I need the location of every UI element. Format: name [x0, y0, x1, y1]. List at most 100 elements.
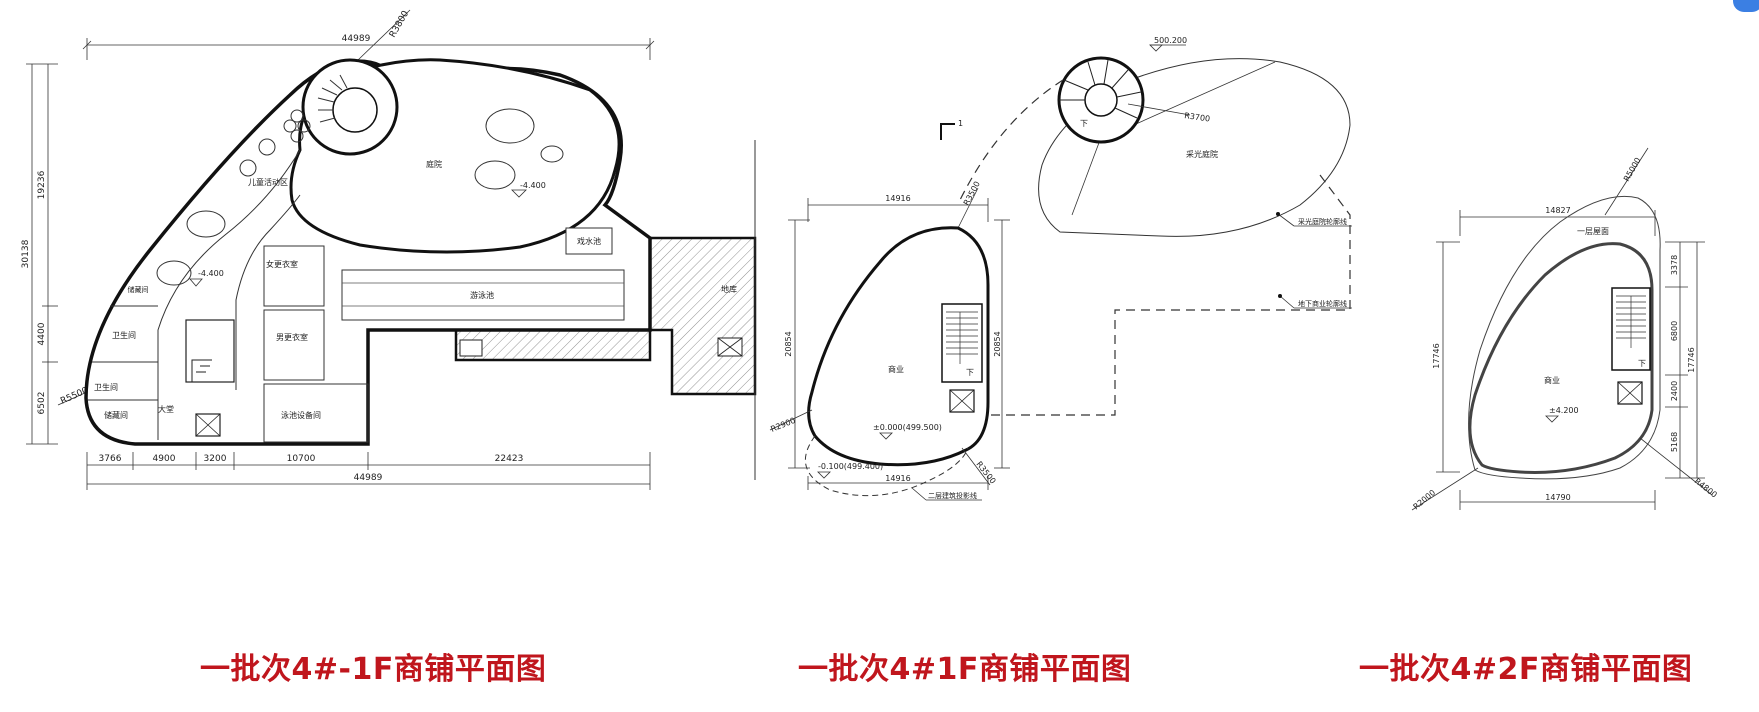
- dimension-left: [26, 63, 58, 445]
- elevator-2f: [1617, 381, 1643, 405]
- dimension-top: [82, 38, 655, 60]
- dimension-bottom-2f: [1459, 490, 1656, 510]
- inner-curved-wall: [157, 149, 301, 440]
- label-roof: 一层屋面: [1577, 227, 1609, 236]
- room-storage: 储藏间: [104, 410, 128, 420]
- room-male-locker: 男更衣室: [276, 332, 308, 342]
- section-mark: [940, 123, 955, 140]
- leader-r5000: [1604, 147, 1649, 216]
- spiral-stair-treads: [317, 74, 348, 123]
- caption-1f: 一批次4#1F商铺平面图: [798, 652, 1132, 687]
- leader-r4800: [1639, 437, 1713, 496]
- dimension-bottom: [86, 452, 651, 490]
- dim-radius-br-2f: R4800: [1693, 476, 1719, 499]
- dim-right-1: 3378: [1670, 255, 1679, 275]
- lobby-elevator: [195, 413, 221, 437]
- dim-left-2f: 17746: [1432, 343, 1441, 368]
- leader-dot-2: [1278, 294, 1282, 298]
- dim-top-2f: 14827: [1545, 206, 1570, 215]
- spiral-stair-1f-core: [1084, 83, 1118, 117]
- dim-top-label: 44989: [342, 34, 371, 44]
- dim-right-total: 17746: [1687, 347, 1696, 372]
- dim-left-a: 19236: [37, 170, 47, 199]
- kids-area-fixtures: [156, 109, 311, 286]
- courtyard-planter-3: [540, 145, 564, 163]
- dimension-top-2f: [1459, 210, 1656, 236]
- room-shop-1f: 商业: [888, 364, 904, 374]
- dim-radius-bottom-1f: R3500: [974, 460, 997, 486]
- level-low-1f: -0.100(499.400): [818, 462, 883, 471]
- level-marker-1f-low: [817, 471, 831, 479]
- dim-bottom-4: 10700: [287, 454, 316, 464]
- dim-left-c: 6502: [37, 392, 47, 415]
- level-marker-left: [189, 278, 203, 287]
- dim-radius-left-1f: R2900: [769, 416, 796, 434]
- dimension-left-2f: [1436, 241, 1460, 473]
- level-courtyard: -4.400: [520, 181, 546, 190]
- leader-courtyard-outline: [1277, 213, 1295, 227]
- level-marker-1f: [879, 432, 893, 440]
- room-pool-equipment: 泳池设备间: [281, 410, 321, 420]
- section-mark-number: 1: [958, 119, 963, 128]
- room-lobby: 大堂: [158, 404, 174, 414]
- room-courtyard: 庭院: [426, 159, 442, 169]
- dim-bottom-2: 4900: [153, 454, 176, 464]
- room-pool: 游泳池: [470, 290, 494, 300]
- dim-radius-bl-2f: R2000: [1412, 488, 1438, 512]
- room-kids-area: 儿童活动区: [248, 177, 288, 187]
- dim-left-b: 4400: [37, 322, 47, 345]
- leader-r3800: [357, 9, 411, 61]
- dim-right-3: 2400: [1670, 381, 1679, 401]
- label-light-courtyard: 采光庭院: [1186, 149, 1218, 159]
- leader-r2900: [769, 409, 813, 431]
- lobby-stair: [185, 319, 235, 383]
- spiral-down: 下: [1080, 119, 1088, 128]
- dim-left-total: 30138: [21, 239, 31, 268]
- plan-2f: 14827 R5000 一层屋面 下 商业 ±4.200 17746: [1411, 147, 1719, 512]
- dim-left-1f: 20854: [784, 331, 793, 356]
- swimming-pool: [341, 269, 625, 321]
- dim-right-4: 5168: [1670, 432, 1679, 452]
- elevator-2f-x2: [1617, 381, 1643, 405]
- roof-outline-2f: [1468, 195, 1661, 480]
- courtyard-planter-1: [485, 108, 535, 144]
- leader-r2000: [1411, 467, 1479, 511]
- level-main-1f: ±0.000(499.500): [873, 423, 942, 432]
- leader-basement-outline: [1279, 295, 1295, 309]
- stair-2f-treads: [1616, 295, 1646, 348]
- leader-projection: [911, 487, 927, 501]
- dim-top-1f: 14916: [885, 194, 910, 203]
- dim-radius-top: R3800: [388, 9, 411, 39]
- kids-pool: [565, 227, 613, 255]
- dim-right-2: 6800: [1670, 321, 1679, 341]
- stair-2f: [1611, 287, 1651, 371]
- spiral-level: 500.200: [1154, 36, 1187, 45]
- corner-badge: [1733, 0, 1759, 12]
- dim-bottom-1: 3766: [99, 454, 122, 464]
- leader-dot-1: [1276, 212, 1280, 216]
- spiral-radius: R3700: [1184, 111, 1211, 124]
- light-courtyard-outline: [1038, 58, 1351, 237]
- spiral-stair-core: [332, 87, 378, 133]
- label-basement-outline: 地下商业轮廓线: [1298, 299, 1347, 308]
- building-outline-2f: [1468, 242, 1654, 474]
- caption-2f: 一批次4#2F商铺平面图: [1359, 652, 1693, 687]
- room-kids-pool: 戏水池: [577, 236, 601, 246]
- dimension-right-2f: [1665, 241, 1705, 479]
- level-marker-spiral: [1149, 44, 1163, 52]
- dim-bottom-1f: 14916: [885, 474, 910, 483]
- room-female-locker: 女更衣室: [266, 259, 298, 269]
- elevator-garage-x2: [717, 337, 743, 357]
- pool-equipment: [263, 383, 369, 443]
- room-small: 储藏间: [128, 285, 149, 294]
- label-courtyard-outline: 采光庭院轮廓线: [1298, 217, 1347, 226]
- leader-r3500-bottom: [961, 447, 991, 486]
- plan-1f: 采光庭院 下 500.200 R3700 采光庭院轮廓线 地下商业轮廓线 1 1…: [769, 36, 1352, 501]
- dim-radius-top-2f: R5000: [1622, 156, 1643, 183]
- elevator-1f: [949, 389, 975, 413]
- stair-1f: [941, 303, 983, 383]
- level-left: -4.400: [198, 269, 224, 278]
- dimension-bottom-1f: [807, 476, 989, 490]
- caption-basement-1f: 一批次4#-1F商铺平面图: [200, 652, 547, 687]
